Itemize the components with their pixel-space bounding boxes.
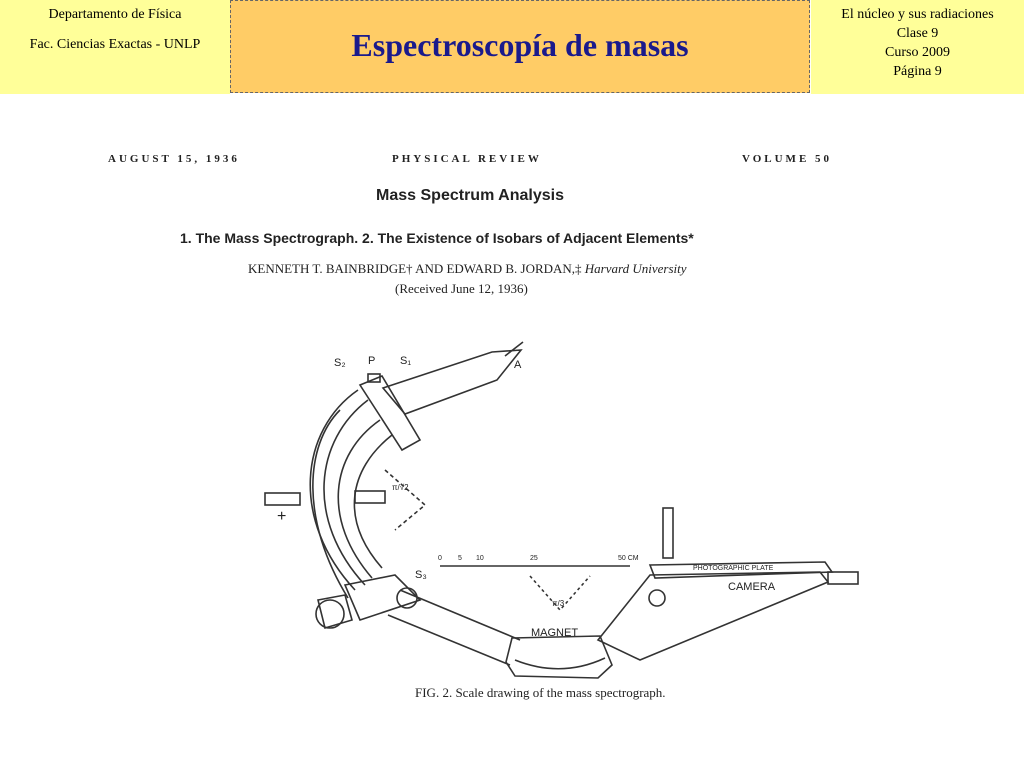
header-left-box: Departamento de Física Fac. Ciencias Exa… <box>0 0 230 94</box>
camera-port <box>648 589 666 607</box>
header-right-box: El núcleo y sus radiaciones Clase 9 Curs… <box>811 0 1024 94</box>
label-p: P <box>368 355 375 367</box>
scale-tick-25: 25 <box>530 555 538 562</box>
department-name: Departamento de Física <box>48 7 182 22</box>
paper-title: Mass Spectrum Analysis <box>376 187 564 204</box>
paper-journal: PHYSICAL REVIEW <box>392 153 542 165</box>
magnet-arc <box>514 657 606 670</box>
label-camera: CAMERA <box>728 581 776 593</box>
label-s1: S₁ <box>400 355 411 367</box>
paper-scan: AUGUST 15, 1936 PHYSICAL REVIEW VOLUME 5… <box>0 140 1024 700</box>
slit-assembly <box>358 374 422 452</box>
paper-received: (Received June 12, 1936) <box>395 281 528 296</box>
slit-p <box>367 373 381 383</box>
exit-port <box>396 587 418 609</box>
flight-tube-top <box>399 589 521 641</box>
scale-tick-5: 5 <box>458 555 462 562</box>
paper-date: AUGUST 15, 1936 <box>108 153 240 165</box>
camera-housing <box>596 571 830 661</box>
course-year: Curso 2009 <box>885 45 950 60</box>
filter-outer-plate <box>309 389 359 591</box>
figure-caption: FIG. 2. Scale drawing of the mass spectr… <box>415 685 666 700</box>
scale-tick-10: 10 <box>476 555 484 562</box>
class-number: Clase 9 <box>896 26 939 41</box>
page-number: Página 9 <box>893 64 942 79</box>
paper-volume: VOLUME 50 <box>742 153 833 165</box>
pump-bracket <box>317 594 353 630</box>
left-electrode-connector <box>264 492 301 506</box>
magnet-body <box>505 635 613 679</box>
pump-fitting <box>315 599 345 629</box>
scale-tick-0: 0 <box>438 555 442 562</box>
faculty-name: Fac. Ciencias Exactas - UNLP <box>29 37 201 52</box>
paper-authors: KENNETH T. BAINBRIDGE† AND EDWARD B. JOR… <box>248 261 687 277</box>
tube-tip <box>504 341 524 357</box>
course-name: El núcleo y sus radiaciones <box>841 7 994 22</box>
header-title-box: Espectroscopía de masas <box>230 0 810 93</box>
filter-outer-plate-2 <box>323 399 369 586</box>
label-pi-3: π/3 <box>552 599 565 608</box>
affiliation: Harvard University <box>584 261 687 276</box>
filter-outer-electrode <box>312 409 349 599</box>
filter-inner-plate <box>337 419 381 579</box>
flight-tube-bottom <box>387 614 511 666</box>
angle-guide <box>384 469 427 531</box>
page-title: Espectroscopía de masas <box>351 27 689 63</box>
label-photographic-plate: PHOTOGRAPHIC PLATE <box>693 565 774 572</box>
label-magnet: MAGNET <box>531 627 578 639</box>
label-a: A <box>514 359 522 371</box>
label-s3: S₃ <box>415 569 427 581</box>
exit-slit-housing <box>343 574 422 621</box>
paper-subtitle: 1. The Mass Spectrograph. 2. The Existen… <box>180 230 694 246</box>
author-names: KENNETH T. BAINBRIDGE† AND EDWARD B. JOR… <box>248 261 582 276</box>
label-pi-sqrt2: π/√2 <box>392 483 409 492</box>
label-plus: + <box>277 508 286 525</box>
plate-holder-knob <box>827 571 859 585</box>
right-electrode-connector <box>354 490 386 504</box>
filter-inner-plate-2 <box>353 434 393 569</box>
camera-shutter-rod <box>662 507 674 559</box>
scale-tick-50: 50 CM <box>618 555 639 562</box>
label-s2: S₂ <box>334 357 346 369</box>
